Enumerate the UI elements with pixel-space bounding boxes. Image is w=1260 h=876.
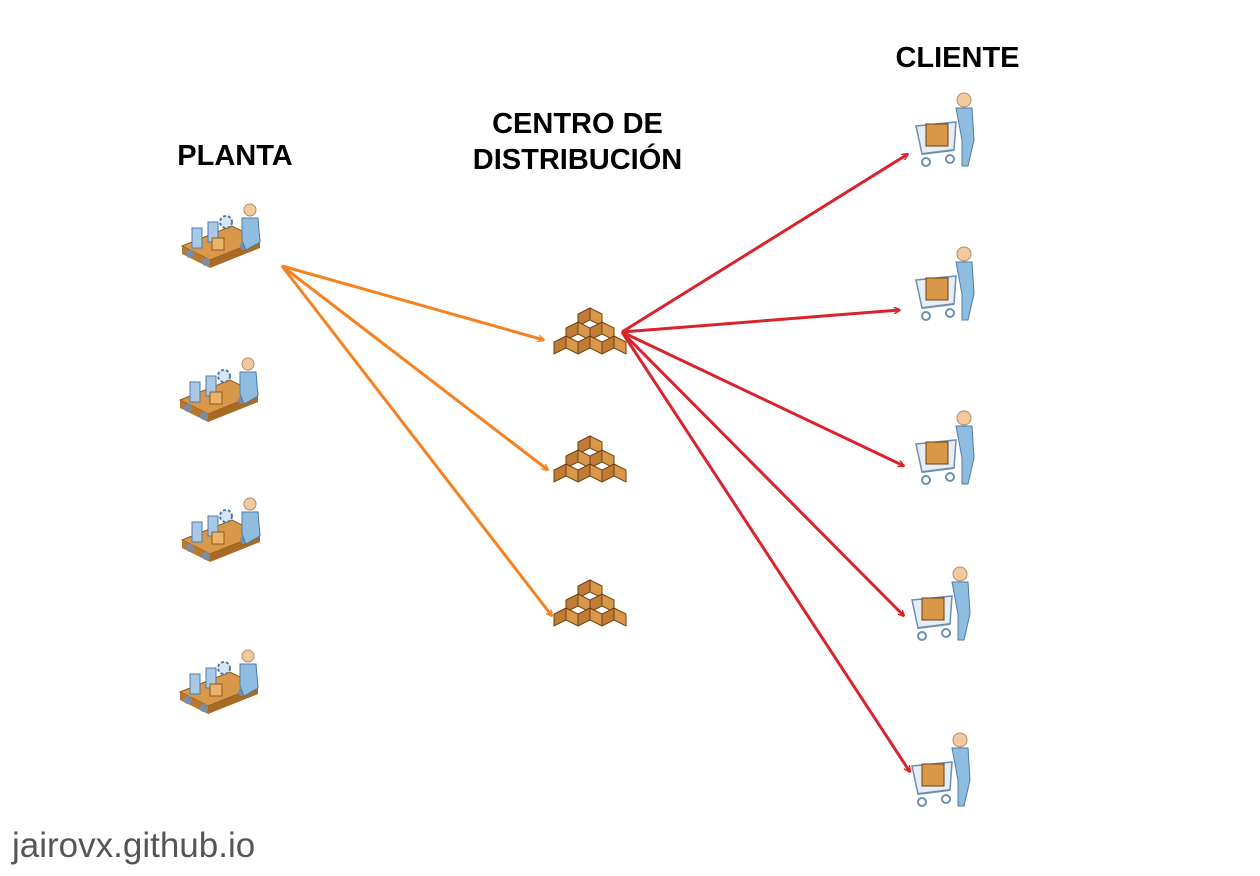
plant-icon-3 [181,497,261,563]
shopper-cart-icon-3 [915,410,975,485]
flow-arrow-dc-to-client-5 [620,331,912,772]
shopper-cart-icon-1 [915,92,975,167]
box-pile-icon-2 [553,435,627,483]
box-pile-icon-3 [553,579,627,627]
flow-arrow-dc-to-client-3 [621,330,904,468]
shopper-cart-icon-2 [915,246,975,321]
flow-arrow-dc-to-client-1 [621,152,908,334]
flow-arrow-dc-to-client-2 [621,310,900,334]
distribution-center-column-title: CENTRO DE DISTRIBUCIÓN [440,106,715,178]
plant-icon-2 [179,357,259,423]
shopper-cart-icon-4 [911,566,971,641]
plant-icon-1 [181,203,261,269]
shopper-cart-icon-5 [911,732,971,807]
flow-arrow-plant-to-dc-1 [281,264,544,340]
flow-arrow-dc-to-client-4 [620,330,904,616]
flow-arrow-plant-to-dc-3 [280,265,552,616]
client-column-title: CLIENTE [895,42,1020,74]
plant-column-title: PLANTA [177,140,293,172]
watermark-text: jairovx.github.io [12,826,256,865]
distribution-center-title-line-2: DISTRIBUCIÓN [472,144,683,176]
flow-arrow-plant-to-dc-2 [281,264,548,470]
box-pile-icon-1 [553,307,627,355]
distribution-center-title-line-1: CENTRO DE [492,108,663,140]
plant-icon-4 [179,649,259,715]
